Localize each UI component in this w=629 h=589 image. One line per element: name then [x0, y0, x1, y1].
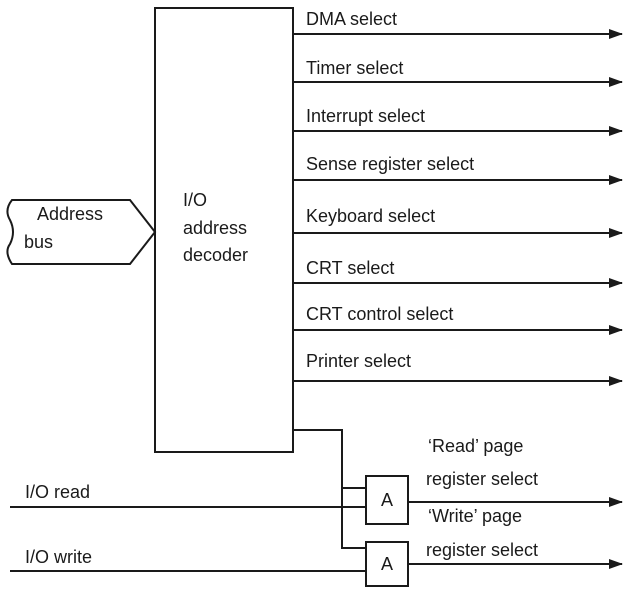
output-label-crt-control: CRT control select	[306, 304, 454, 324]
output-label-crt: CRT select	[306, 258, 395, 278]
decoder-label-line1: I/O	[183, 190, 208, 210]
and-gate-upper-label: A	[380, 490, 393, 510]
output-label-printer: Printer select	[306, 351, 412, 371]
output-label-dma: DMA select	[306, 9, 398, 29]
read-page-label-line2: register select	[426, 469, 539, 489]
output-label-keyboard: Keyboard select	[306, 206, 436, 226]
address-bus-label-line1: Address	[37, 204, 104, 224]
address-bus-label-line2: bus	[24, 232, 54, 252]
output-label-interrupt: Interrupt select	[306, 106, 426, 126]
decoder-block	[154, 7, 294, 453]
output-label-sense-register: Sense register select	[306, 154, 475, 174]
and-gate-lower-label: A	[380, 554, 393, 574]
decoder-label-line3: decoder	[183, 245, 249, 265]
address-bus-arrow	[6, 199, 157, 265]
decoder-label-line2: address	[183, 218, 248, 238]
io-read-label: I/O read	[25, 482, 91, 502]
and-gate-lower	[365, 541, 409, 587]
write-page-label-line2: register select	[426, 540, 539, 560]
output-label-timer: Timer select	[306, 58, 404, 78]
io-write-label: I/O write	[25, 547, 93, 567]
write-page-label-line1: ‘Write’ page	[428, 506, 523, 526]
read-page-label-line1: ‘Read’ page	[428, 436, 524, 456]
and-gate-upper	[365, 475, 409, 525]
